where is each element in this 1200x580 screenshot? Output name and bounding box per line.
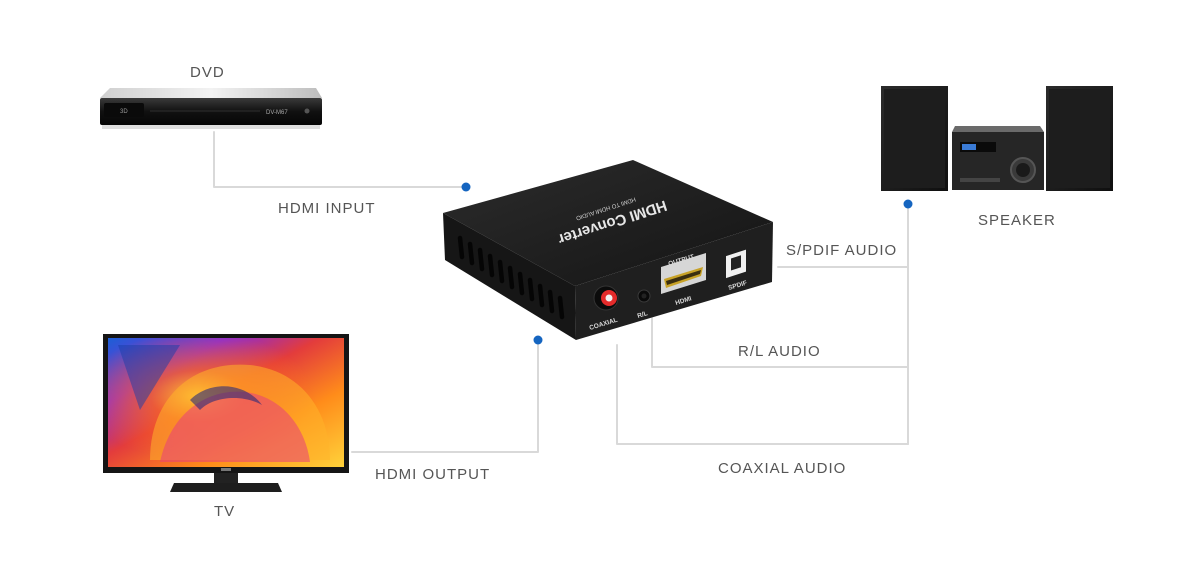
port-label-rl: R/L [637, 310, 649, 320]
port-label-hdmi: HDMI [675, 295, 693, 307]
rl-audio-line [651, 317, 909, 368]
hdmi-input-line [213, 131, 467, 188]
rl-port [637, 289, 651, 303]
hdmi-converter-device: HDMI Converter HDMI TO HDMI AUDIO [443, 160, 773, 340]
speaker-label: SPEAKER [978, 212, 1056, 229]
tv-icon [103, 334, 349, 492]
coaxial-port [593, 285, 619, 311]
svg-text:3D: 3D [120, 109, 128, 115]
speaker-dot [903, 199, 913, 209]
speaker-system-icon [881, 86, 1113, 191]
dvd-label: DVD [190, 64, 225, 81]
tv-label: TV [214, 503, 236, 520]
hdmi-output-line [351, 339, 539, 453]
dvd-brand-text: DV-M67 [266, 110, 288, 116]
hdmi-input-label: HDMI INPUT [278, 200, 376, 217]
hdmi-output-dot [533, 335, 543, 345]
spdif-audio-label: S/PDIF AUDIO [786, 242, 898, 259]
dvd-player-icon: 3D DV-M67 [100, 88, 322, 129]
hdmi-output-label: HDMI OUTPUT [375, 466, 491, 483]
hdmi-input-dot [461, 182, 471, 192]
rl-audio-label: R/L AUDIO [738, 343, 821, 360]
spdif-port [726, 249, 746, 279]
hdmi-output-port [661, 253, 706, 294]
coaxial-audio-label: COAXIAL AUDIO [718, 460, 847, 477]
coaxial-audio-line [616, 344, 909, 445]
